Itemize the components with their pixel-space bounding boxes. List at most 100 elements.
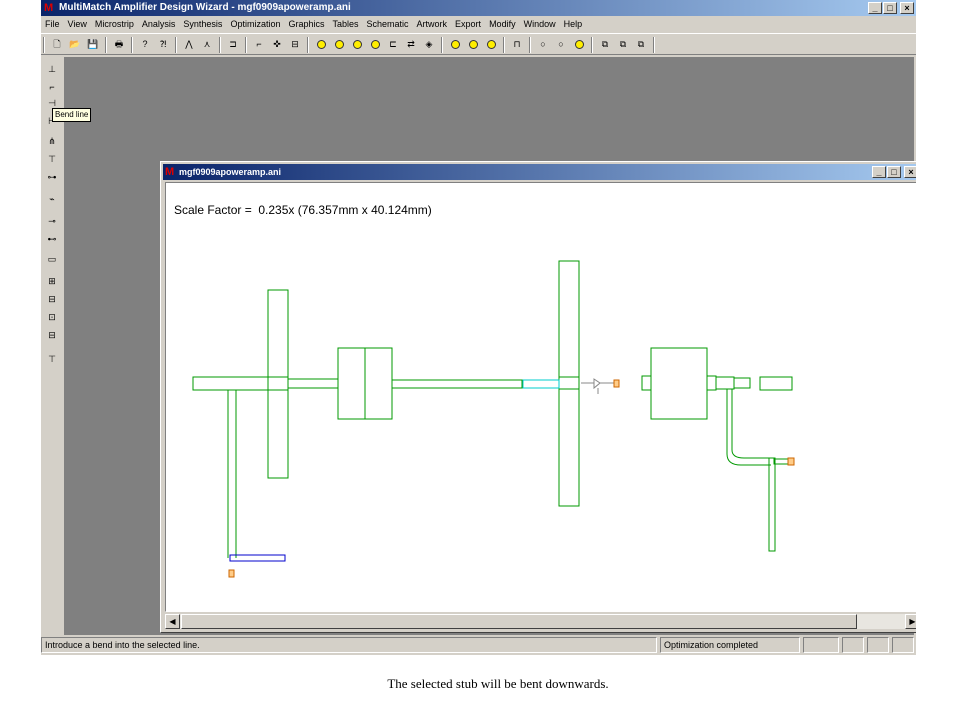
circle9-icon[interactable]: ○ bbox=[558, 39, 564, 49]
curve2-icon[interactable]: ⋏ bbox=[203, 39, 211, 49]
scroll-right-icon[interactable]: ▶ bbox=[905, 614, 916, 629]
circle5-icon[interactable] bbox=[447, 37, 463, 52]
open-stub-icon[interactable]: ⌁ bbox=[49, 194, 55, 204]
menu-synthesis[interactable]: Synthesis bbox=[183, 19, 223, 29]
box-dot-icon[interactable]: ⊟ bbox=[48, 294, 56, 304]
junction-1 bbox=[558, 376, 580, 390]
toolbar-separator bbox=[245, 37, 247, 53]
doc-close-button[interactable]: × bbox=[904, 166, 916, 178]
line-icon[interactable]: ⌐ bbox=[256, 39, 262, 49]
bend-line-icon[interactable]: ⌐ bbox=[49, 82, 55, 92]
junction-icon[interactable]: ⋔ bbox=[48, 136, 56, 146]
tee-icon[interactable]: ⊥ bbox=[48, 64, 56, 74]
capacitor-icon[interactable]: ⊏ bbox=[389, 39, 397, 49]
menu-export[interactable]: Export bbox=[455, 19, 482, 29]
pad-2 bbox=[650, 347, 708, 420]
stub-icon[interactable]: ⊣ bbox=[48, 98, 56, 108]
circle7-icon[interactable] bbox=[483, 37, 499, 52]
menu-tables[interactable]: Tables bbox=[332, 19, 359, 29]
microstrip-layout[interactable] bbox=[166, 183, 916, 611]
scroll-left-icon[interactable]: ◀ bbox=[165, 614, 180, 629]
new-icon[interactable]: 🗋 bbox=[53, 39, 61, 49]
resistor-icon[interactable]: ⊷ bbox=[47, 234, 57, 244]
menu-optimization[interactable]: Optimization bbox=[230, 19, 281, 29]
document-titlebar[interactable]: M mgf0909apoweramp.ani _ □ × bbox=[163, 164, 916, 180]
coupler-icon[interactable]: ⊶ bbox=[47, 172, 57, 182]
app-logo-icon: M bbox=[44, 2, 54, 14]
menu-microstrip[interactable]: Microstrip bbox=[94, 19, 134, 29]
cyan-gap bbox=[522, 379, 560, 389]
circle1-icon[interactable] bbox=[313, 37, 329, 52]
circle2-icon[interactable] bbox=[331, 37, 347, 52]
box-plus-icon[interactable]: ▭ bbox=[47, 254, 57, 264]
coupled-icon[interactable]: ⇄ bbox=[407, 39, 415, 49]
toolbar-separator bbox=[105, 37, 107, 53]
box-lines-icon[interactable]: ⊡ bbox=[48, 312, 56, 322]
menu-schematic[interactable]: Schematic bbox=[366, 19, 409, 29]
box-icon[interactable]: ⊟ bbox=[291, 39, 299, 49]
menu-artwork[interactable]: Artwork bbox=[416, 19, 448, 29]
connector-left bbox=[641, 375, 652, 391]
help-icon[interactable]: ? bbox=[142, 39, 148, 49]
circle10-icon[interactable] bbox=[571, 37, 587, 52]
menu-graphics[interactable]: Graphics bbox=[288, 19, 325, 29]
series-icon[interactable]: ⊸ bbox=[48, 216, 56, 226]
app-title: MultiMatch Amplifier Design Wizard - mgf… bbox=[59, 2, 351, 13]
menu-analysis[interactable]: Analysis bbox=[141, 19, 176, 29]
curve-icon[interactable]: ⋀ bbox=[185, 39, 193, 49]
pulse-icon[interactable]: ⊓ bbox=[513, 39, 521, 49]
save-icon[interactable]: 💾 bbox=[87, 39, 99, 49]
mdi-workspace: M mgf0909apoweramp.ani _ □ × Scale Facto… bbox=[64, 57, 916, 635]
bias-bend bbox=[726, 449, 771, 466]
slide-caption: The selected stub will be bent downwards… bbox=[387, 676, 609, 691]
bias-end bbox=[773, 458, 789, 465]
menu-help[interactable]: Help bbox=[563, 19, 583, 29]
selected-stub bbox=[229, 554, 286, 562]
cross-icon[interactable]: ✜ bbox=[273, 39, 281, 49]
minimize-button[interactable]: _ bbox=[868, 2, 882, 14]
context-help-icon[interactable]: ⁈ bbox=[159, 39, 167, 49]
toolbar-separator bbox=[175, 37, 177, 53]
toolbar-separator bbox=[131, 37, 133, 53]
tee2-icon[interactable]: ⊤ bbox=[48, 354, 56, 364]
doc-minimize-button[interactable]: _ bbox=[872, 166, 886, 178]
menu-file[interactable]: File bbox=[45, 19, 60, 29]
print-icon[interactable]: 🖶 bbox=[114, 39, 124, 49]
shape-icon[interactable]: ◈ bbox=[425, 39, 433, 49]
maximize-button[interactable]: □ bbox=[883, 2, 897, 14]
close-button[interactable]: × bbox=[900, 2, 914, 14]
scale-factor-text: Scale Factor = 0.235x (76.357mm x 40.124… bbox=[174, 203, 432, 217]
menu-window[interactable]: Window bbox=[523, 19, 556, 29]
circle3-icon[interactable] bbox=[349, 37, 365, 52]
long-line bbox=[391, 379, 523, 389]
status-panel-empty bbox=[892, 637, 914, 653]
output-junction bbox=[733, 377, 751, 389]
layout-canvas[interactable]: Scale Factor = 0.235x (76.357mm x 40.124… bbox=[165, 182, 916, 612]
app-titlebar[interactable]: M MultiMatch Amplifier Design Wizard - m… bbox=[41, 0, 916, 16]
status-message: Introduce a bend into the selected line. bbox=[41, 637, 657, 653]
output-line bbox=[715, 376, 735, 390]
doc-maximize-button[interactable]: □ bbox=[887, 166, 901, 178]
port-icon[interactable]: ⊐ bbox=[229, 39, 237, 49]
toolbar-separator bbox=[441, 37, 443, 53]
gap-icon[interactable]: ⊤ bbox=[48, 154, 56, 164]
circle8-icon[interactable]: ○ bbox=[540, 39, 546, 49]
open-icon[interactable]: 📂 bbox=[69, 39, 81, 49]
element-toolbar: ⊥ ⌐ ⊣ ⊢ ⋔ ⊤ ⊶ ⌁ ⊸ ⊷ ▭ ⊞ ⊟ ⊡ ⊟ ⊤ bbox=[41, 56, 63, 636]
amp3-icon[interactable]: ⧉ bbox=[637, 39, 645, 49]
box-stack-icon[interactable]: ⊟ bbox=[48, 330, 56, 340]
amp1-icon[interactable]: ⧉ bbox=[601, 39, 609, 49]
menu-view[interactable]: View bbox=[67, 19, 87, 29]
amp2-icon[interactable]: ⧉ bbox=[619, 39, 627, 49]
input-port-marker bbox=[228, 569, 235, 578]
menu-modify[interactable]: Modify bbox=[489, 19, 516, 29]
input-line bbox=[192, 376, 289, 391]
status-panel-empty bbox=[867, 637, 889, 653]
main-toolbar: 🗋 📂 💾 🖶 ? ⁈ ⋀ ⋏ ⊐ ⌐ ✜ ⊟ ⊏ ⇄ ◈ ⊓ ○ ○ bbox=[41, 33, 916, 55]
status-panel-empty bbox=[842, 637, 864, 653]
horizontal-scrollbar[interactable]: ◀ ▶ bbox=[165, 614, 916, 629]
box-minus-icon[interactable]: ⊞ bbox=[48, 276, 56, 286]
circle6-icon[interactable] bbox=[465, 37, 481, 52]
circle4-icon[interactable] bbox=[367, 37, 383, 52]
scroll-thumb[interactable] bbox=[181, 614, 857, 629]
